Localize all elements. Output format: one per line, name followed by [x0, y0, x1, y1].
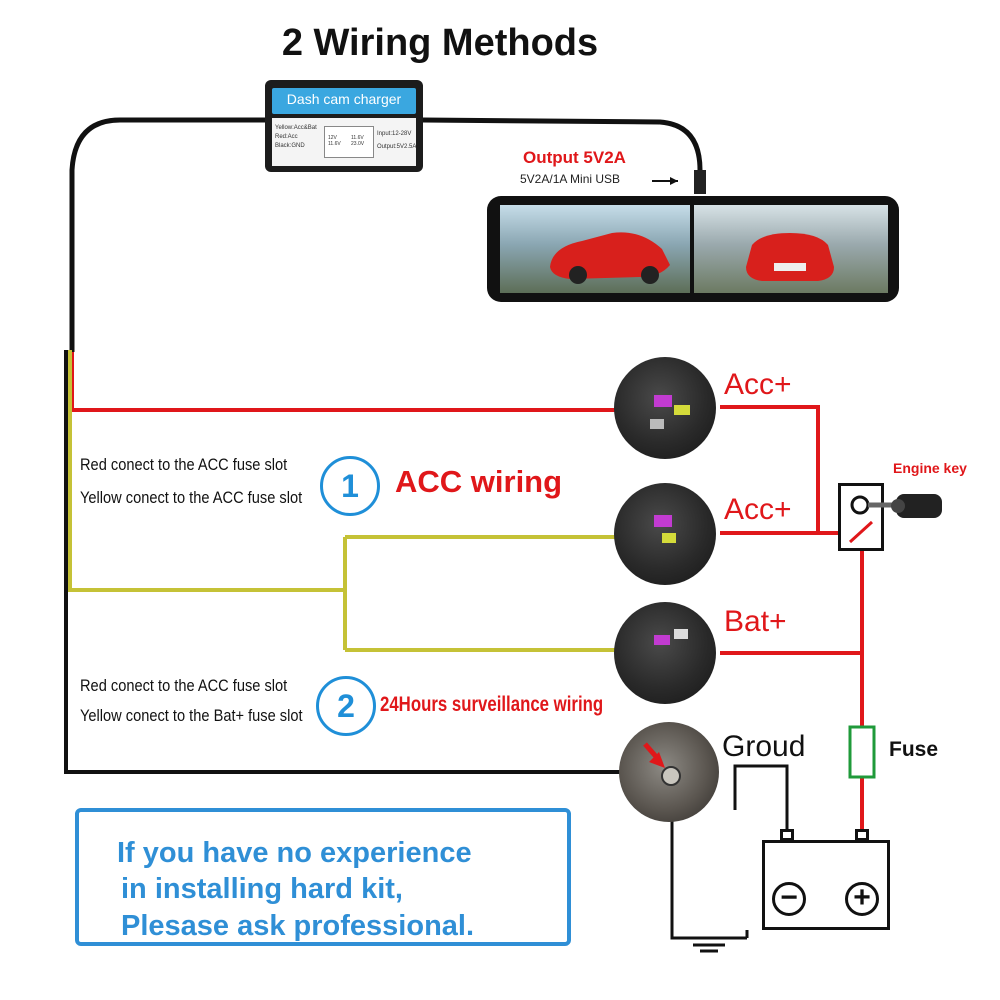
fuse-symbol	[848, 725, 876, 779]
fuse-slot-photo-acc-top	[614, 357, 716, 459]
yellow-split	[343, 535, 615, 652]
charger-label-bg	[272, 88, 416, 114]
ground-arrow-icon	[643, 742, 681, 786]
charger-spec-lines: Yellow:Acc&Bat Red:Acc Black:GND	[275, 124, 317, 151]
charger-label: Dash cam charger	[286, 91, 402, 107]
black-wire	[64, 350, 622, 774]
graph-right-val: 23.0V	[351, 141, 365, 147]
page-title: 2 Wiring Methods	[281, 22, 599, 64]
notice-box	[75, 808, 571, 946]
fuse-slot-photo-bat	[614, 602, 716, 704]
charger-spec-graph: 12V 11.6V 11.6V 23.0V	[324, 126, 374, 158]
charger-output: Output:5V2.5A	[377, 144, 417, 150]
engine-key-label: Engine key	[893, 460, 967, 476]
method1-line1: Red conect to the ACC fuse slot	[80, 455, 288, 474]
graph-left-val: 11.6V	[328, 141, 341, 147]
yellow-wire	[68, 350, 345, 592]
output-subtitle: 5V2A/1A Mini USB	[520, 172, 621, 186]
method2-line2: Yellow conect to the Bat+ fuse slot	[80, 706, 303, 725]
method1-number: 1	[320, 456, 380, 516]
battery-terminal-negative	[780, 829, 794, 841]
charger-cable-right	[422, 117, 703, 190]
notice-line2: in installing hard kit,	[121, 873, 403, 905]
method2-name: 24Hours surveillance wiring	[380, 693, 604, 716]
engine-key-icon	[848, 494, 942, 544]
fuse-label: Fuse	[889, 738, 939, 761]
notice-line3: Plesase ask professional.	[121, 910, 475, 942]
charger-spec-line: Red:Acc	[275, 134, 298, 140]
engine-key-switch	[838, 483, 884, 551]
method1-line2: Yellow conect to the ACC fuse slot	[80, 488, 303, 507]
rear-car-icon	[746, 233, 834, 281]
charger-spec-line: Black:GND	[275, 143, 305, 149]
fuse-slot-details	[650, 395, 690, 645]
ground-down	[670, 810, 747, 940]
bat-label: Bat+	[724, 605, 787, 638]
earth-symbol	[693, 943, 725, 953]
graph-left-val: 12V	[328, 135, 337, 141]
charger-input: Input:12-28V	[377, 131, 412, 137]
acc-mid-label: Acc+	[724, 493, 792, 526]
battery-terminal-positive	[855, 829, 869, 841]
graph-right-val: 11.6V	[351, 135, 364, 141]
charger-spec-line: Yellow:Acc&Bat	[275, 125, 317, 131]
output-title: Output 5V2A	[523, 148, 626, 167]
acc-top-label: Acc+	[724, 368, 792, 401]
ground-to-battery	[733, 764, 789, 830]
battery-minus-icon: −	[772, 882, 806, 916]
car-images	[550, 232, 834, 284]
red-wire	[70, 352, 615, 412]
notice-line1: If you have no experience	[117, 837, 472, 869]
method2-number: 2	[316, 676, 376, 736]
charger-io: Input:12-28V Output:5V2.5A	[377, 130, 416, 152]
method1-name: ACC wiring	[395, 464, 563, 499]
battery-plus-icon: +	[845, 882, 879, 916]
charger-cable-left	[69, 117, 268, 352]
ground-label: Groud	[722, 730, 806, 763]
method2-line1: Red conect to the ACC fuse slot	[80, 676, 288, 695]
